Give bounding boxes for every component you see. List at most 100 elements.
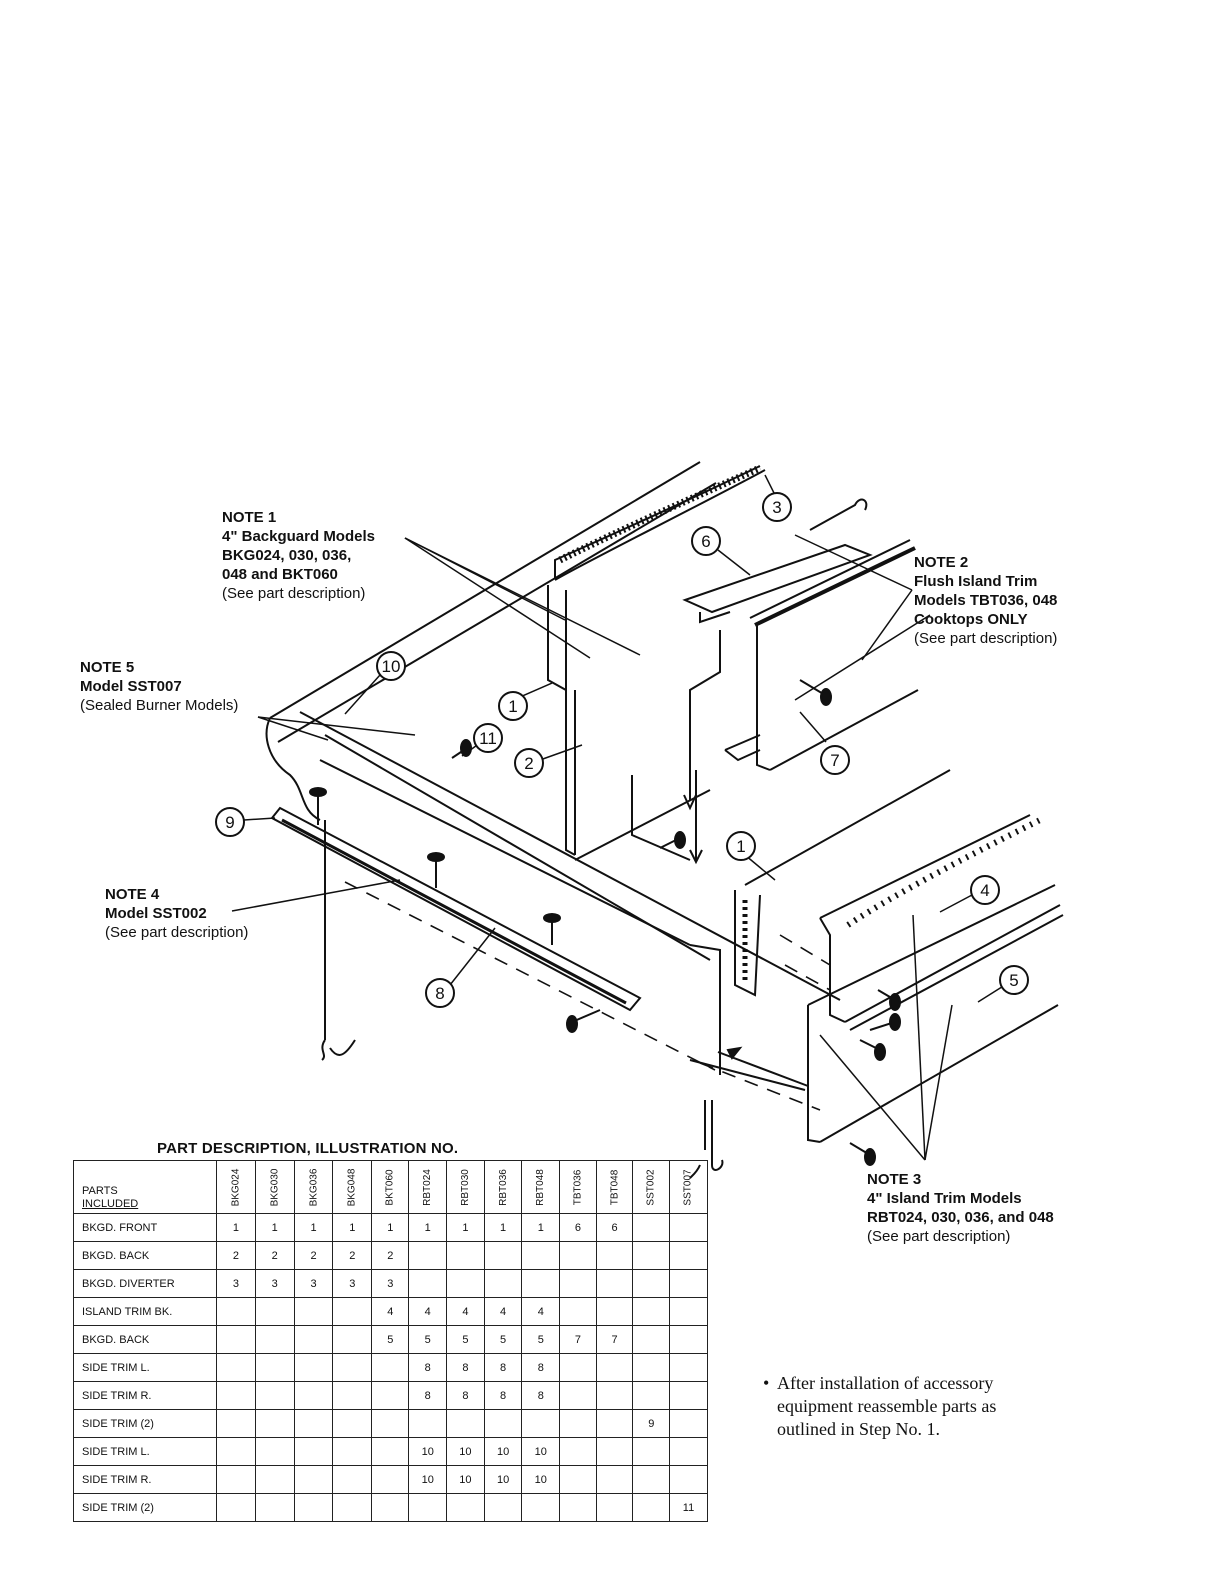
- illustration-number-cell: [293, 1325, 334, 1354]
- illustration-number-cell: 2: [254, 1241, 295, 1270]
- illustration-number-cell: 10: [408, 1437, 448, 1466]
- callout-4: 4: [939, 875, 1000, 913]
- note-3-title: NOTE 3: [867, 1171, 922, 1188]
- illustration-number-cell: 3: [254, 1269, 295, 1298]
- illustration-number-cell: [483, 1269, 523, 1298]
- svg-text:11: 11: [479, 729, 497, 748]
- side-trim-strip: [270, 806, 642, 1012]
- model-header: BKG024: [216, 1160, 256, 1214]
- parts-table: PARTS INCLUDED BKG024 BKG030 BKG036 BKG0…: [73, 1160, 708, 1522]
- illustration-number-cell: [408, 1241, 448, 1270]
- illustration-number-cell: 1: [371, 1213, 410, 1242]
- note-4-title: NOTE 4: [105, 886, 160, 903]
- island-trim-panels: [734, 769, 1064, 1143]
- illustration-number-cell: [669, 1465, 708, 1494]
- callout-8: 8: [425, 927, 496, 1008]
- illustration-number-cell: [408, 1409, 448, 1438]
- illustration-number-cell: [446, 1409, 485, 1438]
- note-3-line: RBT024, 030, 036, and 048: [867, 1209, 1054, 1226]
- illustration-number-cell: 4: [371, 1297, 410, 1326]
- illustration-number-cell: [669, 1297, 708, 1326]
- illustration-number-cell: 3: [371, 1269, 410, 1298]
- illustration-number-cell: [371, 1465, 410, 1494]
- illustration-number-cell: 10: [446, 1437, 485, 1466]
- illustration-number-cell: [559, 1241, 597, 1270]
- illustration-number-cell: 8: [446, 1381, 485, 1410]
- svg-text:2: 2: [524, 754, 533, 773]
- illustration-number-cell: [254, 1381, 295, 1410]
- table-row: SIDE TRIM (2)9: [73, 1409, 708, 1438]
- illustration-number-cell: [332, 1409, 373, 1438]
- illustration-number-cell: 1: [521, 1213, 561, 1242]
- callout-6: 6: [691, 526, 751, 576]
- illustration-number-cell: [632, 1465, 671, 1494]
- note-2: NOTE 2 Flush Island Trim Models TBT036, …: [914, 553, 1057, 648]
- callout-10: 10: [344, 651, 406, 715]
- illustration-number-cell: [669, 1437, 708, 1466]
- illustration-number-cell: [559, 1353, 597, 1382]
- illustration-number-cell: 1: [216, 1213, 256, 1242]
- assembly-arrows: [631, 690, 809, 1091]
- illustration-number-cell: [595, 1493, 634, 1522]
- illustration-number-cell: 9: [632, 1409, 671, 1438]
- illustration-number-cell: 2: [216, 1241, 256, 1270]
- svg-text:1: 1: [736, 837, 745, 856]
- illustration-number-cell: [595, 1297, 634, 1326]
- illustration-number-cell: [293, 1437, 334, 1466]
- model-header: BKG048: [332, 1160, 373, 1214]
- illustration-number-cell: [559, 1465, 597, 1494]
- callout-7: 7: [799, 711, 850, 775]
- illustration-number-cell: [254, 1465, 295, 1494]
- illustration-number-cell: [371, 1381, 410, 1410]
- callout-5: 5: [977, 965, 1029, 1003]
- parts-included-header: PARTS INCLUDED: [73, 1160, 217, 1214]
- illustration-number-cell: [559, 1437, 597, 1466]
- illustration-number-cell: 5: [408, 1325, 448, 1354]
- illustration-number-cell: [446, 1493, 485, 1522]
- model-header: SST002: [632, 1160, 671, 1214]
- backguard-front-panel: [547, 464, 766, 856]
- illustration-number-cell: [521, 1409, 561, 1438]
- illustration-number-cell: [446, 1269, 485, 1298]
- illustration-number-cell: [408, 1269, 448, 1298]
- reassembly-note-line: equipment reassemble parts as: [777, 1396, 997, 1416]
- illustration-number-cell: [254, 1437, 295, 1466]
- illustration-number-cell: [254, 1409, 295, 1438]
- callout-3: 3: [762, 474, 792, 522]
- illustration-number-cell: 5: [521, 1325, 561, 1354]
- illustration-number-cell: 10: [483, 1465, 523, 1494]
- note-2-title: NOTE 2: [914, 554, 969, 571]
- illustration-number-cell: 1: [408, 1213, 448, 1242]
- reassembly-note-line: After installation of accessory: [777, 1373, 994, 1393]
- illustration-number-cell: 1: [332, 1213, 373, 1242]
- illustration-number-cell: 10: [408, 1465, 448, 1494]
- svg-text:8: 8: [435, 984, 444, 1003]
- callout-9: 9: [215, 807, 276, 837]
- illustration-number-cell: 8: [408, 1353, 448, 1382]
- svg-text:4: 4: [980, 881, 989, 900]
- illustration-number-cell: [669, 1409, 708, 1438]
- table-title: PART DESCRIPTION, ILLUSTRATION NO.: [157, 1140, 459, 1157]
- illustration-number-cell: 5: [446, 1325, 485, 1354]
- illustration-number-cell: 10: [521, 1465, 561, 1494]
- illustration-number-cell: 10: [521, 1437, 561, 1466]
- model-header: RBT036: [483, 1160, 523, 1214]
- illustration-number-cell: 8: [521, 1381, 561, 1410]
- illustration-number-cell: [632, 1241, 671, 1270]
- illustration-number-cell: [332, 1493, 373, 1522]
- illustration-number-cell: [254, 1297, 295, 1326]
- illustration-number-cell: 5: [371, 1325, 410, 1354]
- model-header: BKG036: [293, 1160, 334, 1214]
- note-5-title: NOTE 5: [80, 659, 135, 676]
- note-1: NOTE 1 4" Backguard Models BKG024, 030, …: [222, 508, 375, 603]
- illustration-number-cell: 11: [669, 1493, 708, 1522]
- bullet-icon: •: [763, 1373, 770, 1393]
- illustration-number-cell: [293, 1297, 334, 1326]
- illustration-number-cell: [669, 1269, 708, 1298]
- svg-text:6: 6: [701, 532, 710, 551]
